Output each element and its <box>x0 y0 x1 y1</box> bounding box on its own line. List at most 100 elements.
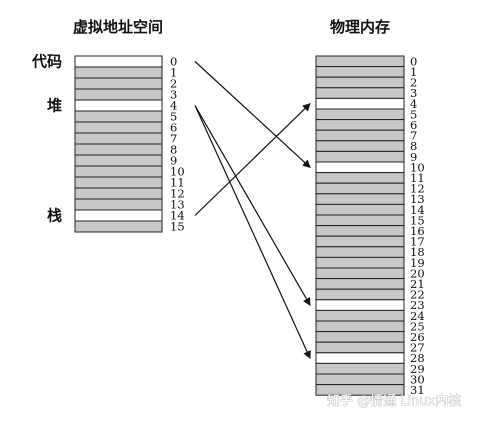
virtual-page-4 <box>74 99 163 112</box>
virtual-page-12 <box>74 187 163 200</box>
physical-memory-column: 0123456789101112131415161718192021222324… <box>315 54 425 397</box>
virtual-page-0 <box>74 55 163 68</box>
physical-page-number: 22 <box>410 288 425 302</box>
physical-page-number: 12 <box>410 182 425 196</box>
physical-page-number: 27 <box>410 341 425 355</box>
virtual-page-13 <box>74 198 163 211</box>
physical-page-number: 11 <box>410 171 425 185</box>
physical-page-10 <box>315 161 405 174</box>
virtual-page-6 <box>74 121 163 134</box>
mapping-arrow <box>194 105 311 360</box>
virtual-page-number: 2 <box>170 77 177 91</box>
mapping-arrow <box>194 103 311 216</box>
physical-page-number: 10 <box>410 160 425 174</box>
physical-page-30 <box>315 373 405 386</box>
physical-page-number: 29 <box>410 362 425 376</box>
segment-label: 代码 <box>31 53 62 71</box>
virtual-page-number: 9 <box>170 154 177 168</box>
virtual-page-number: 0 <box>170 55 177 69</box>
physical-page-number: 21 <box>410 277 425 291</box>
virtual-page-number: 6 <box>170 121 177 135</box>
virtual-page-number: 4 <box>170 99 177 113</box>
physical-page-number: 23 <box>410 298 425 312</box>
physical-page-9 <box>315 150 405 163</box>
physical-page-26 <box>315 331 405 343</box>
segment-label: 堆 <box>47 97 62 115</box>
physical-page-6 <box>315 119 405 131</box>
virtual-page-number: 11 <box>170 176 185 190</box>
physical-page-7 <box>315 129 405 142</box>
physical-page-25 <box>315 320 405 333</box>
physical-page-number: 8 <box>410 139 417 153</box>
physical-page-23 <box>315 299 405 311</box>
virtual-page-number: 13 <box>170 198 185 212</box>
physical-page-number: 31 <box>410 383 425 397</box>
physical-page-31 <box>315 384 405 396</box>
physical-page-number: 28 <box>410 351 425 365</box>
virtual-page-number: 5 <box>170 110 177 124</box>
physical-page-number: 3 <box>410 86 417 100</box>
physical-memory-title: 物理内存 <box>330 18 390 36</box>
mapping-arrow <box>194 61 311 168</box>
physical-page-number: 30 <box>410 372 425 386</box>
physical-page-0 <box>315 55 405 68</box>
physical-page-28 <box>315 352 405 364</box>
virtual-page-2 <box>74 77 163 90</box>
physical-page-18 <box>315 246 405 258</box>
virtual-page-15 <box>74 220 163 233</box>
virtual-page-number: 10 <box>170 165 185 179</box>
virtual-page-number: 1 <box>170 66 177 80</box>
physical-page-15 <box>315 214 405 227</box>
virtual-page-14 <box>74 209 163 222</box>
physical-page-5 <box>315 108 405 121</box>
physical-page-4 <box>315 97 405 110</box>
physical-page-number: 13 <box>410 192 425 206</box>
virtual-page-number: 3 <box>170 88 177 102</box>
physical-page-number: 7 <box>410 129 417 143</box>
physical-page-22 <box>315 288 405 301</box>
physical-page-number: 4 <box>410 97 417 111</box>
watermark-text: 知乎 @情通 Linux内核 <box>327 393 461 409</box>
physical-page-number: 5 <box>410 107 417 121</box>
physical-page-1 <box>315 66 405 78</box>
physical-page-24 <box>315 309 405 322</box>
physical-page-number: 25 <box>410 319 425 333</box>
physical-page-number: 26 <box>410 330 425 344</box>
virtual-page-7 <box>74 132 163 145</box>
physical-page-number: 9 <box>410 150 417 164</box>
segment-label: 栈 <box>47 207 62 225</box>
virtual-page-3 <box>74 88 163 101</box>
virtual-page-9 <box>74 154 163 167</box>
virtual-address-space-title: 虚拟地址空间 <box>73 18 163 36</box>
physical-page-19 <box>315 256 405 269</box>
physical-page-number: 14 <box>410 203 425 217</box>
physical-page-number: 0 <box>410 54 417 68</box>
virtual-page-1 <box>74 66 163 79</box>
physical-page-2 <box>315 76 405 89</box>
physical-page-20 <box>315 267 405 280</box>
physical-page-number: 6 <box>410 118 417 132</box>
mapping-arrows <box>194 61 311 360</box>
physical-page-11 <box>315 172 405 184</box>
physical-page-14 <box>315 203 405 216</box>
physical-page-13 <box>315 193 405 205</box>
physical-page-21 <box>315 278 405 290</box>
physical-page-12 <box>315 182 405 195</box>
virtual-page-11 <box>74 176 163 189</box>
virtual-page-number: 15 <box>170 220 185 234</box>
physical-page-number: 16 <box>410 224 425 238</box>
virtual-page-8 <box>74 143 163 156</box>
physical-page-29 <box>315 362 405 375</box>
physical-page-number: 24 <box>410 309 425 323</box>
physical-page-16 <box>315 225 405 237</box>
virtual-page-number: 12 <box>170 187 185 201</box>
physical-page-number: 2 <box>410 76 417 90</box>
physical-page-3 <box>315 87 405 99</box>
virtual-page-5 <box>74 110 163 123</box>
physical-page-8 <box>315 140 405 152</box>
physical-page-number: 15 <box>410 213 425 227</box>
virtual-page-number: 8 <box>170 143 177 157</box>
